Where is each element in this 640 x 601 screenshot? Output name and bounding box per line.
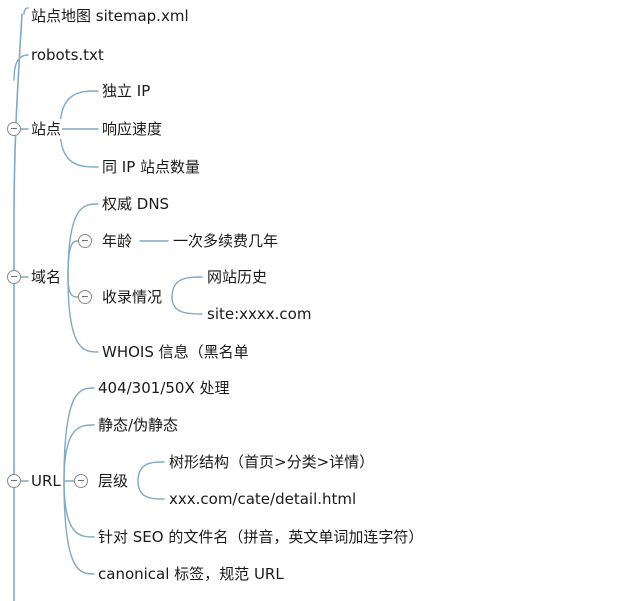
root-sitemap-line	[23, 7, 29, 15]
level-child-line-1	[137, 480, 165, 500]
domain-child-line-3	[67, 276, 99, 353]
node-static[interactable]: 静态/伪静态	[97, 415, 180, 435]
node-domain[interactable]: 域名	[30, 267, 63, 287]
node-renewal-years[interactable]: 一次多续费几年	[172, 231, 280, 251]
indexing-child-line-0	[171, 276, 203, 298]
node-error-handling[interactable]: 404/301/50X 处理	[97, 378, 231, 398]
node-response-speed[interactable]: 响应速度	[101, 119, 164, 139]
node-authority-dns[interactable]: 权威 DNS	[101, 194, 171, 214]
node-canonical[interactable]: canonical 标签，规范 URL	[97, 564, 285, 584]
node-same-ip-sites[interactable]: 同 IP 站点数量	[101, 157, 202, 177]
node-site-history[interactable]: 网站历史	[206, 267, 269, 287]
node-seo-filename[interactable]: 针对 SEO 的文件名（拼音，英文单词加连字符）	[97, 527, 425, 547]
domain-child-line-2	[67, 276, 79, 298]
node-site-query[interactable]: site:xxxx.com	[206, 304, 313, 324]
collapse-toggle-level-icon[interactable]	[74, 474, 88, 488]
level-child-line-0	[137, 461, 165, 482]
indexing-child-line-1	[171, 296, 203, 315]
site-child-line-0	[59, 90, 99, 130]
url-child-line-1	[63, 424, 95, 482]
node-site[interactable]: 站点	[30, 119, 63, 139]
url-child-line-3	[63, 480, 95, 538]
node-url[interactable]: URL	[30, 471, 62, 491]
node-robots[interactable]: robots.txt	[30, 45, 105, 65]
root-robots-line	[13, 54, 29, 81]
site-child-line-2	[59, 128, 99, 168]
collapse-toggle-site-icon[interactable]	[7, 122, 21, 136]
root-trunk-line	[13, 13, 23, 601]
domain-child-line-1	[67, 240, 79, 278]
collapse-toggle-url-icon[interactable]	[7, 474, 21, 488]
node-url-pattern[interactable]: xxx.com/cate/detail.html	[168, 489, 358, 509]
node-whois[interactable]: WHOIS 信息（黑名单	[101, 342, 250, 362]
node-sitemap[interactable]: 站点地图 sitemap.xml	[30, 6, 190, 26]
node-level[interactable]: 层级	[97, 471, 130, 491]
collapse-toggle-indexing-icon[interactable]	[78, 290, 92, 304]
node-age[interactable]: 年龄	[101, 231, 134, 251]
url-child-line-4	[63, 480, 95, 575]
node-tree-structure[interactable]: 树形结构（首页>分类>详情）	[168, 452, 376, 472]
url-child-line-0	[63, 387, 95, 482]
collapse-toggle-age-icon[interactable]	[78, 234, 92, 248]
node-independent-ip[interactable]: 独立 IP	[101, 81, 152, 101]
node-indexing[interactable]: 收录情况	[101, 287, 164, 307]
collapse-toggle-domain-icon[interactable]	[7, 270, 21, 284]
